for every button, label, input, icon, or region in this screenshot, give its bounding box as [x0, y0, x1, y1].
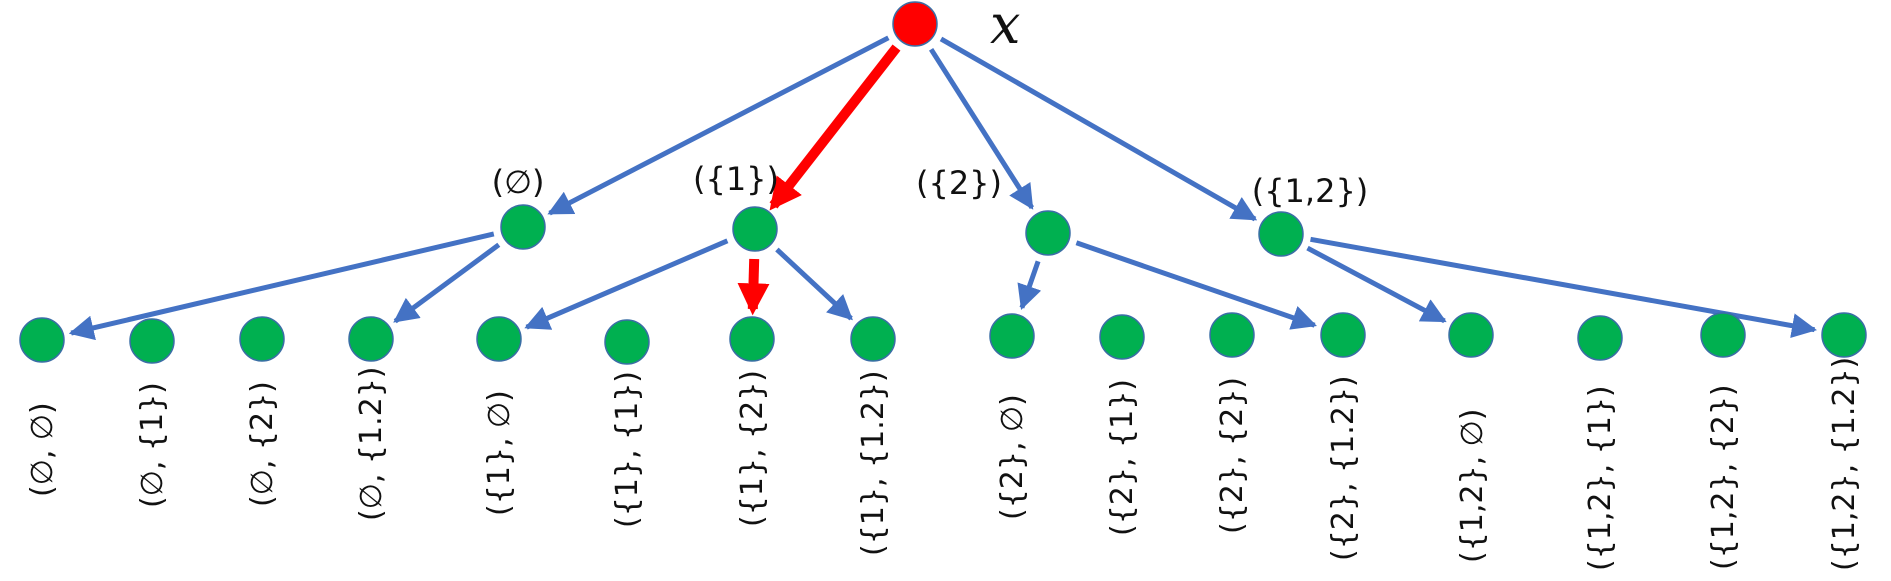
edge-arrow: [775, 247, 853, 321]
edge-arrow: [547, 35, 890, 216]
leaf-label: ({1,2}, ∅): [1455, 409, 1490, 564]
root-label: x: [990, 0, 1020, 56]
leaf-node: [1099, 314, 1145, 360]
highlight-edge-arrow: [737, 258, 770, 316]
leaf-node: [1448, 312, 1494, 358]
leaf-node: [989, 313, 1035, 359]
leaf-label: ({1}, {1.2}): [856, 370, 891, 556]
leaf-label: (∅, {1.2}): [354, 367, 389, 522]
edge-arrow: [1075, 240, 1317, 330]
edge-arrow: [928, 47, 1035, 210]
leaf-label: ({1,2}, {2}): [1706, 384, 1741, 570]
leaf-label: ({1}, {2}): [735, 370, 770, 527]
leaf-label: ({1,2}, {1.2}): [1827, 357, 1862, 571]
edge-arrow: [1310, 236, 1817, 339]
edge-arrow: [1017, 260, 1042, 311]
leaf-node: [850, 316, 896, 362]
edge-arrow: [1306, 245, 1447, 324]
leaf-label: (∅, {1}): [135, 382, 170, 508]
leaf-node: [1209, 312, 1255, 358]
level1-node: [732, 206, 778, 252]
leaf-node: [129, 318, 175, 364]
leaf-node: [476, 316, 522, 362]
level1-node: [1258, 211, 1304, 257]
level1-label: (∅): [492, 163, 545, 201]
edge-arrow: [68, 231, 495, 341]
leaf-node: [348, 316, 394, 362]
leaf-node: [1821, 312, 1867, 358]
leaf-label: (∅, {2}): [245, 381, 280, 507]
level1-node: [1025, 210, 1071, 256]
leaf-label: ({1,2}, {1}): [1583, 385, 1618, 571]
leaf-label: ({1}, {1}): [610, 371, 645, 528]
level1-label: ({1,2}): [1252, 172, 1369, 210]
leaf-label: ({2}, ∅): [995, 394, 1030, 520]
leaf-label: (∅, ∅): [25, 402, 60, 497]
leaf-node: [239, 316, 285, 362]
leaf-node: [19, 317, 65, 363]
leaf-node: [1577, 315, 1623, 361]
leaf-node: [604, 319, 650, 365]
root-node-group: x: [892, 0, 1020, 56]
leaf-label: ({2}, {1}): [1105, 379, 1140, 536]
root-node: [892, 1, 938, 47]
edge-arrow: [939, 36, 1258, 222]
level1-layer: (∅) ({1}) ({2}) ({1,2}): [492, 160, 1369, 257]
edge-arrow: [393, 242, 501, 324]
leaf-node: [1700, 312, 1746, 358]
leaves-layer: (∅, ∅) (∅, {1}) (∅, {2}) (∅, {1.2}) ({1}…: [19, 312, 1867, 571]
highlight-edge-arrow: [769, 44, 901, 211]
edge-arrow: [524, 238, 729, 330]
level1-label: ({1}): [693, 160, 779, 198]
leaf-label: ({1}, ∅): [482, 390, 517, 516]
leaf-label: ({2}, {1.2}): [1326, 375, 1361, 561]
leaf-node: [1320, 312, 1366, 358]
level1-label: ({2}): [916, 164, 1002, 202]
level1-node: [500, 204, 546, 250]
leaf-node: [729, 316, 775, 362]
leaf-label: ({2}, {2}): [1215, 377, 1250, 534]
